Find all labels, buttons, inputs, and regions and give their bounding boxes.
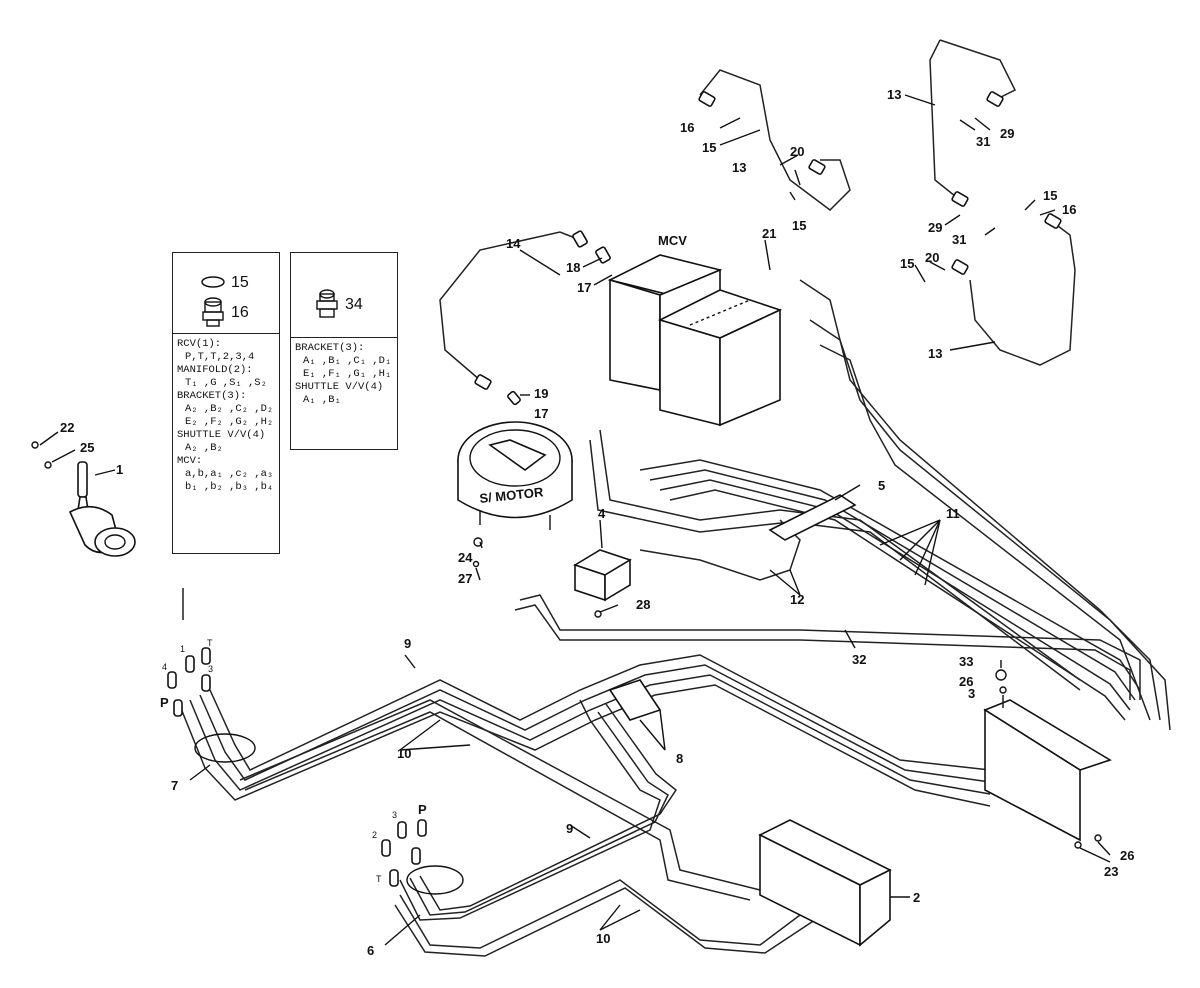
o-ring-icon: [201, 276, 225, 288]
mcv-label: MCV: [658, 233, 687, 248]
part-number: 33: [959, 654, 973, 669]
part-number: 13: [887, 87, 901, 102]
part-number: 29: [1000, 126, 1014, 141]
port-label: 2: [372, 830, 377, 840]
part-number: 16: [1062, 202, 1076, 217]
port-label: 1: [180, 644, 185, 654]
legend-ref-16: 16: [231, 303, 249, 321]
shuttle-valve: [573, 549, 632, 602]
legend-line: E₁ ,F₁ ,G₁ ,H₁: [303, 368, 392, 380]
legend-line: A₂ ,B₂ ,C₂ ,D₂: [185, 403, 274, 415]
part-number: 31: [976, 134, 990, 149]
part-number: 18: [566, 260, 580, 275]
part-number: 6: [367, 943, 374, 958]
legend-ref-15: 15: [231, 273, 249, 291]
part-number: 28: [636, 597, 650, 612]
part-number: 13: [732, 160, 746, 175]
port-label: 4: [162, 662, 167, 672]
legend-line: T₁ ,G ,S₁ ,S₂: [185, 377, 267, 389]
part-number: 14: [506, 236, 521, 251]
swing-motor-label: S/ MOTOR: [479, 484, 545, 506]
part-number: 24: [458, 550, 473, 565]
port-label: P: [418, 802, 427, 817]
part-number: 7: [171, 778, 178, 793]
part-number: 26: [1120, 848, 1134, 863]
part-number-labels: 1 2 3 4 5 6 7 8 9 9 10 10 11 12 13 13 13…: [60, 87, 1134, 958]
legend-line: b₁ ,b₂ ,b₃ ,b₄: [185, 481, 274, 493]
part-number: 25: [80, 440, 94, 455]
port-label: 3: [208, 664, 213, 674]
part-number: 2: [913, 890, 920, 905]
legend-line: RCV(1):: [177, 338, 222, 350]
port-label: 3: [392, 810, 397, 820]
part-number: 17: [534, 406, 548, 421]
part-number: 10: [596, 931, 610, 946]
part-number: 11: [946, 506, 960, 521]
part-number: 13: [928, 346, 942, 361]
part-number: 31: [952, 232, 966, 247]
legend-row-16: 16: [173, 297, 279, 327]
legend-line: BRACKET(3):: [177, 390, 247, 402]
part-number: 9: [566, 821, 573, 836]
port-label: T: [207, 638, 213, 648]
legend-line: MCV:: [177, 455, 203, 467]
part-number: 27: [458, 571, 472, 586]
part-number: 22: [60, 420, 74, 435]
legend-line: SHUTTLE V/V(4): [177, 429, 266, 441]
manifold: [758, 819, 892, 947]
legend-line: MANIFOLD(2):: [177, 364, 253, 376]
legend-line: a,b,a₁ ,c₂ ,a₃: [185, 468, 274, 480]
hose-bundles: [179, 39, 1171, 957]
part-number: 5: [878, 478, 885, 493]
legend-line: P,T,T,2,3,4: [185, 351, 255, 363]
part-number: 23: [1104, 864, 1118, 879]
leader-lines: [39, 94, 1111, 946]
part-number: 32: [852, 652, 866, 667]
part-number: 1: [116, 462, 123, 477]
part-number: 4: [598, 506, 606, 521]
legend-row-15: 15: [173, 267, 279, 297]
part-number: 26: [959, 674, 973, 689]
legend-line: A₁ ,B₁ ,C₁ ,D₁: [303, 355, 392, 367]
part-number: 21: [762, 226, 776, 241]
port-label: T: [376, 874, 382, 884]
part-number: 12: [790, 592, 804, 607]
port-label: P: [160, 695, 169, 710]
part-number: 15: [702, 140, 716, 155]
part-number: 8: [676, 751, 683, 766]
part-number: 29: [928, 220, 942, 235]
brackets: [194, 494, 1112, 895]
joystick: [68, 461, 136, 557]
legend-ref-34: 34: [345, 295, 363, 313]
part-number: 17: [577, 280, 591, 295]
part-number: 16: [680, 120, 694, 135]
mcv-valve: [607, 254, 783, 427]
part-number: 20: [925, 250, 939, 265]
part-number: 19: [534, 386, 548, 401]
part-number: 15: [1043, 188, 1057, 203]
union-fitting-icon: [316, 289, 338, 318]
legend-line: SHUTTLE V/V(4): [295, 381, 384, 393]
part-number: 9: [404, 636, 411, 651]
fittings: [31, 91, 1102, 887]
fitting-icon: [202, 297, 224, 327]
part-number: 20: [790, 144, 804, 159]
part-number: 10: [397, 746, 411, 761]
legend-line: E₂ ,F₂ ,G₂ ,H₂: [185, 416, 274, 428]
part-number: 3: [968, 686, 975, 701]
swing-motor: [457, 421, 573, 530]
part-number: 15: [792, 218, 806, 233]
part-number: 15: [900, 256, 914, 271]
legend-line: A₁ ,B₁: [303, 394, 341, 406]
legend-line: A₂ ,B₂: [185, 442, 223, 454]
legend-row-34: 34: [291, 289, 397, 319]
legend-line: BRACKET(3):: [295, 342, 365, 354]
